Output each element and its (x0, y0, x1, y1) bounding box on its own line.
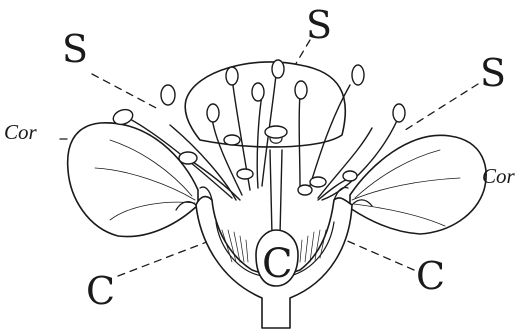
leader-c-right (336, 236, 414, 270)
label-calyx-right: C (416, 257, 445, 295)
label-stamen-left: S (62, 30, 88, 68)
pistil-style (270, 150, 282, 235)
petal-left (68, 123, 198, 237)
pistil-stigma (265, 126, 287, 138)
label-corolla-left: Cor (4, 122, 37, 143)
label-stamen-top: S (306, 6, 332, 44)
label-center: C (262, 244, 293, 284)
leader-c-left (118, 240, 212, 276)
label-corolla-right: Cor (482, 166, 515, 187)
label-calyx-left: C (86, 272, 115, 310)
leader-s-left (92, 74, 160, 110)
label-stamen-right: S (480, 54, 506, 92)
leader-s-right (402, 84, 478, 132)
